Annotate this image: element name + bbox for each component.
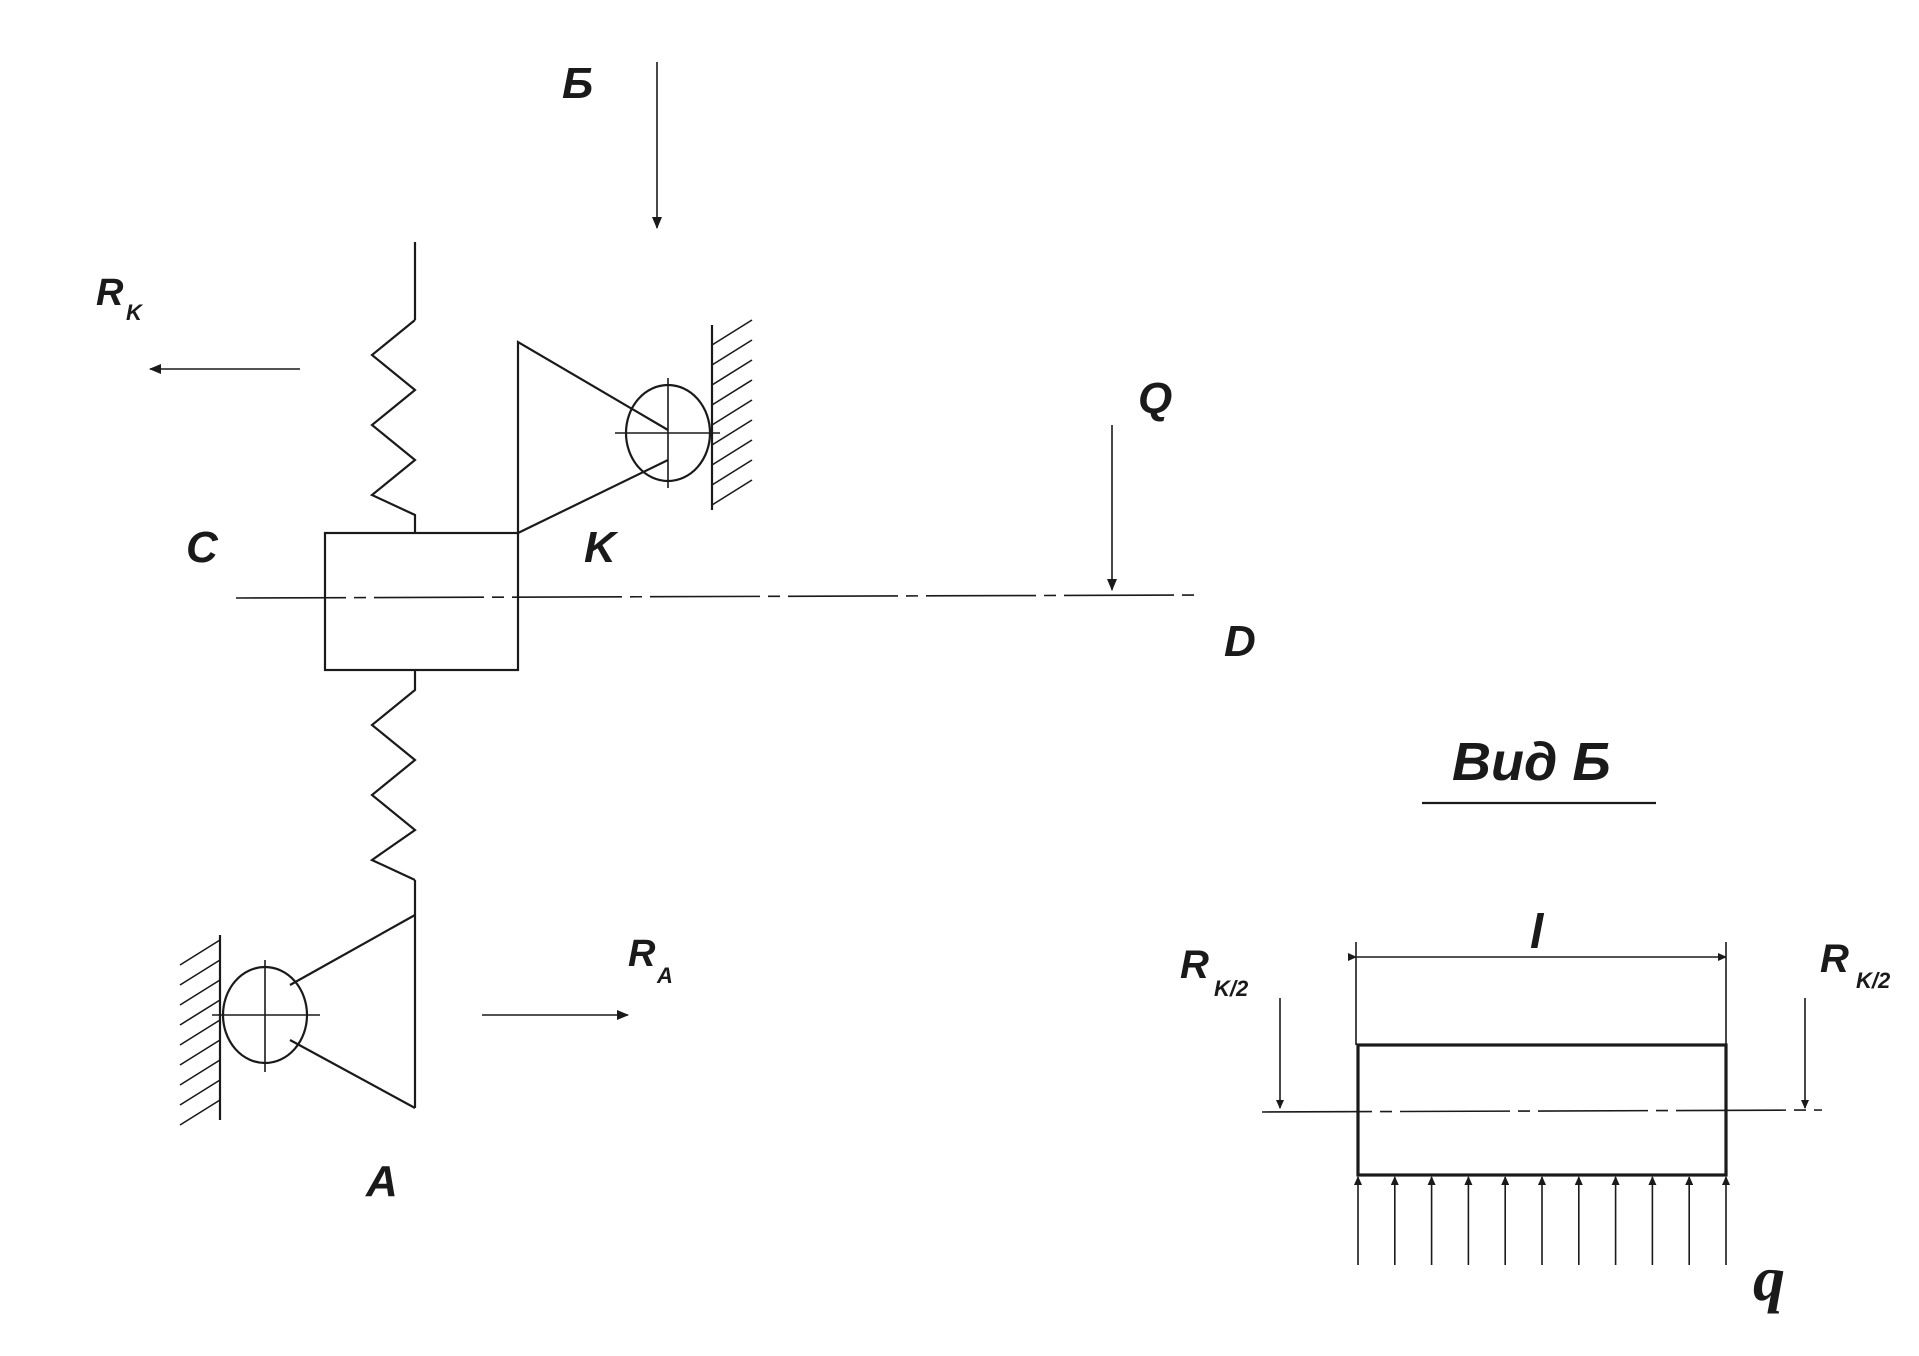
support-k-arm: [516, 340, 669, 533]
label-d: D: [1224, 617, 1256, 666]
label-ra: R: [628, 933, 656, 975]
label-a: A: [365, 1157, 398, 1206]
beam-view-b: [1356, 1043, 1728, 1177]
central-block: [323, 531, 520, 672]
label-c: C: [186, 523, 219, 572]
lower-spring: [369, 670, 417, 881]
label-l: l: [1530, 906, 1545, 959]
axis-cd: [235, 594, 1203, 599]
label-rk: R: [96, 272, 124, 314]
label-k: K: [584, 523, 619, 572]
view-b-title: Вид Б: [1452, 732, 1611, 792]
support-a-arm-lower: [289, 1039, 416, 1109]
label-ra-sub: A: [656, 963, 673, 988]
support-a-arm-upper: [289, 914, 416, 986]
label-q: Q: [1138, 374, 1172, 423]
label-q-load: q: [1753, 1243, 1785, 1314]
label-rk2-right-sub: K/2: [1856, 968, 1891, 993]
beam-axis: [1261, 1109, 1823, 1113]
wall-a-hatching: [179, 939, 221, 1126]
label-rk2-left-sub: K/2: [1214, 976, 1249, 1001]
label-rk2-right: R: [1820, 937, 1849, 981]
upper-spring: [369, 319, 417, 533]
wall-k-hatching: [711, 319, 753, 506]
distributed-load-q: [1354, 1176, 1730, 1265]
label-rk-sub: K: [126, 300, 144, 325]
label-rk2-left: R: [1180, 943, 1209, 987]
label-b-top: Б: [562, 59, 593, 108]
